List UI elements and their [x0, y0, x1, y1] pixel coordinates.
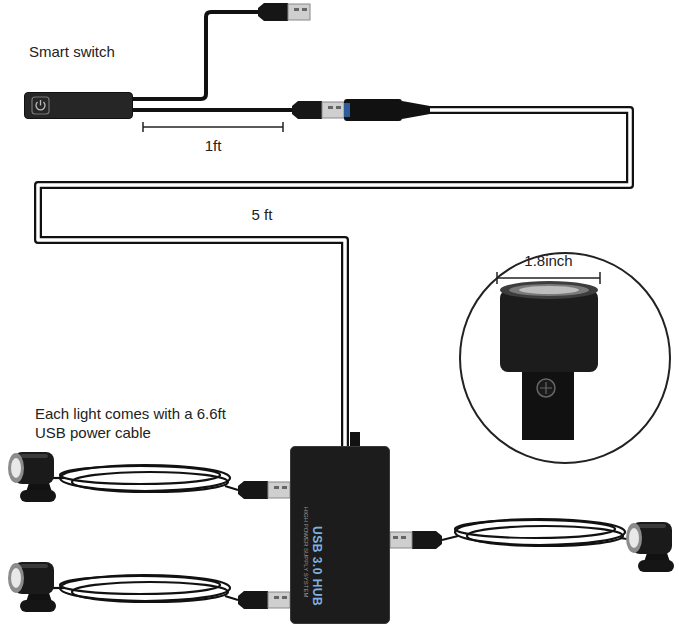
- usb-socket: [402, 101, 430, 119]
- inset-detail: [519, 286, 579, 294]
- inset-detail: [460, 253, 670, 463]
- light-cable: [225, 486, 238, 490]
- power-cable: [133, 12, 258, 99]
- inset-detail: [599, 272, 601, 284]
- light-cable: [455, 519, 625, 545]
- inset-detail: [497, 272, 600, 284]
- usb-socket: [344, 103, 350, 117]
- usb-cable: [38, 110, 630, 446]
- dimension-label: 1.8inch: [497, 251, 600, 270]
- light-cable: [52, 575, 238, 602]
- light-cable: [52, 465, 238, 492]
- light-cable: [442, 536, 458, 540]
- spot-light: [8, 562, 56, 612]
- usb-socket: [344, 99, 430, 121]
- hub-label: USB 3.0 HUB: [311, 526, 323, 606]
- power-icon: [32, 97, 49, 114]
- inset-detail: [540, 382, 552, 394]
- cable: [133, 108, 292, 112]
- inset-detail: [500, 281, 598, 299]
- light-cable: [442, 519, 634, 546]
- spot-light: [626, 522, 674, 572]
- light-cable: [60, 465, 230, 491]
- usb-socket: [344, 99, 402, 121]
- dimension-line: [282, 122, 284, 132]
- inset-detail: [496, 272, 498, 284]
- dimension-label: 5 ft: [222, 205, 302, 224]
- usb-plug: [238, 591, 290, 609]
- inset-detail: [509, 284, 589, 296]
- inset-detail: [497, 277, 600, 279]
- dimension-line: [143, 126, 283, 128]
- dimension-line: [143, 122, 283, 132]
- cable: [38, 110, 630, 446]
- light-cable: [60, 575, 230, 601]
- note-text: Each light comes with a 6.6ft USB power …: [35, 404, 240, 442]
- light-cable: [455, 520, 615, 538]
- dimension-line: [142, 122, 144, 132]
- usb-plug: [292, 101, 344, 119]
- spot-light: [8, 452, 56, 502]
- light-cable: [60, 576, 220, 594]
- light-cable: [225, 596, 238, 600]
- light-cable: [60, 466, 220, 484]
- inset-detail: [537, 379, 555, 397]
- cable: [38, 110, 630, 446]
- usb-plug: [390, 531, 442, 549]
- inset-detail: [500, 290, 598, 372]
- usb-plug: [258, 3, 310, 21]
- hub-sublabel: HIGH POWER SUPPLY SYSTEM: [303, 507, 309, 597]
- switch-box: Smart switch: [24, 92, 133, 119]
- strain-relief: [350, 432, 360, 447]
- dimension-label: 1ft: [143, 136, 283, 155]
- inset-detail: [460, 253, 670, 463]
- usb-hub: USB 3.0 HUBHIGH POWER SUPPLY SYSTEM: [290, 446, 390, 624]
- power-icon: [36, 102, 45, 110]
- power-icon: [40, 100, 41, 106]
- switch-label: Smart switch: [29, 43, 115, 61]
- usb-plug: [238, 481, 290, 499]
- inset-detail: [500, 281, 598, 440]
